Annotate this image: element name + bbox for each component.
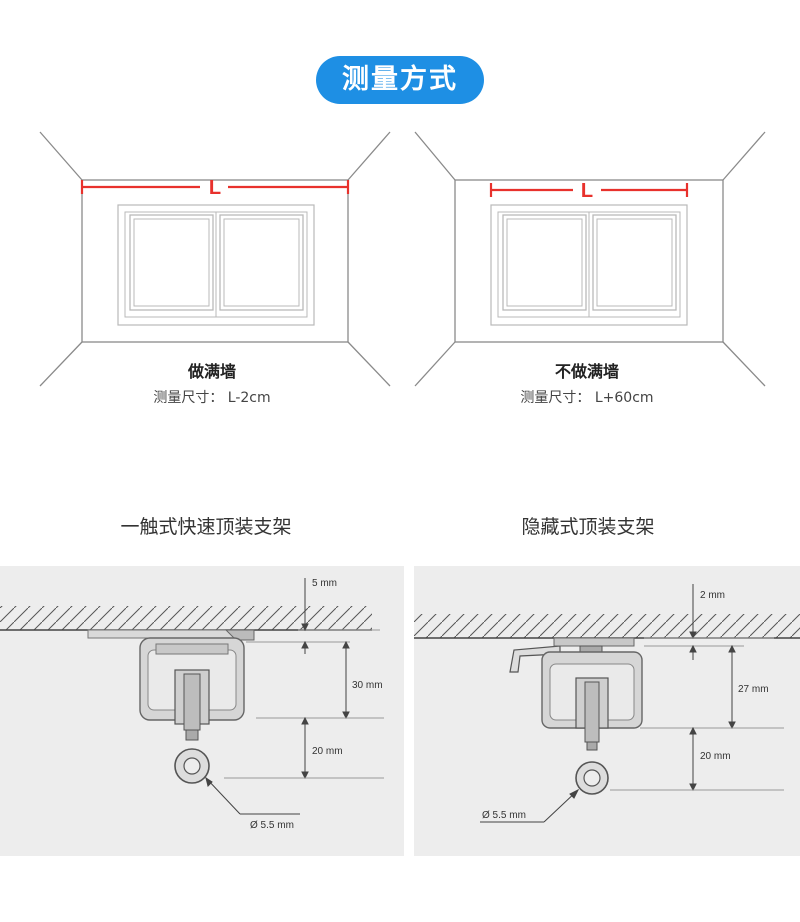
bracket-panel-quick: 5 mm 30 mm 20 mm Ø 5.5 mm (0, 566, 404, 856)
hidden-bracket-diagram: 2 mm 27 mm 20 mm Ø 5.5 mm (414, 584, 800, 823)
measure-label-L: L (209, 177, 221, 199)
room-diagram-full-wall: L (39, 131, 391, 387)
dim-top-label: 5 mm (312, 578, 337, 589)
room-diagram-partial-wall: L (414, 131, 766, 387)
dim-mid-label: 30 mm (352, 680, 383, 691)
section-title: 测量方式 (342, 64, 458, 95)
section-title-pill: 测量方式 (316, 56, 484, 104)
dim-hole-label: Ø 5.5 mm (482, 810, 526, 821)
dim-mid-label: 27 mm (738, 684, 769, 695)
bracket-title-quick: 一触式快速顶装支架 (120, 516, 292, 538)
bracket-panel-hidden: 2 mm 27 mm 20 mm Ø 5.5 mm (414, 566, 800, 856)
measure-label-L: L (581, 180, 593, 202)
quick-bracket-diagram: 5 mm 30 mm 20 mm Ø 5.5 mm (0, 578, 384, 831)
dim-low-label: 20 mm (312, 746, 343, 757)
full-wall-size: 测量尺寸： L-2cm (153, 390, 271, 406)
bracket-title-hidden: 隐藏式顶装支架 (521, 516, 655, 538)
dim-hole-label: Ø 5.5 mm (250, 820, 294, 831)
dim-top-label: 2 mm (700, 590, 725, 601)
partial-wall-size: 测量尺寸： L+60cm (520, 390, 654, 406)
dim-low-label: 20 mm (700, 751, 731, 762)
partial-wall-title: 不做满墙 (554, 362, 619, 381)
full-wall-title: 做满墙 (187, 362, 236, 381)
